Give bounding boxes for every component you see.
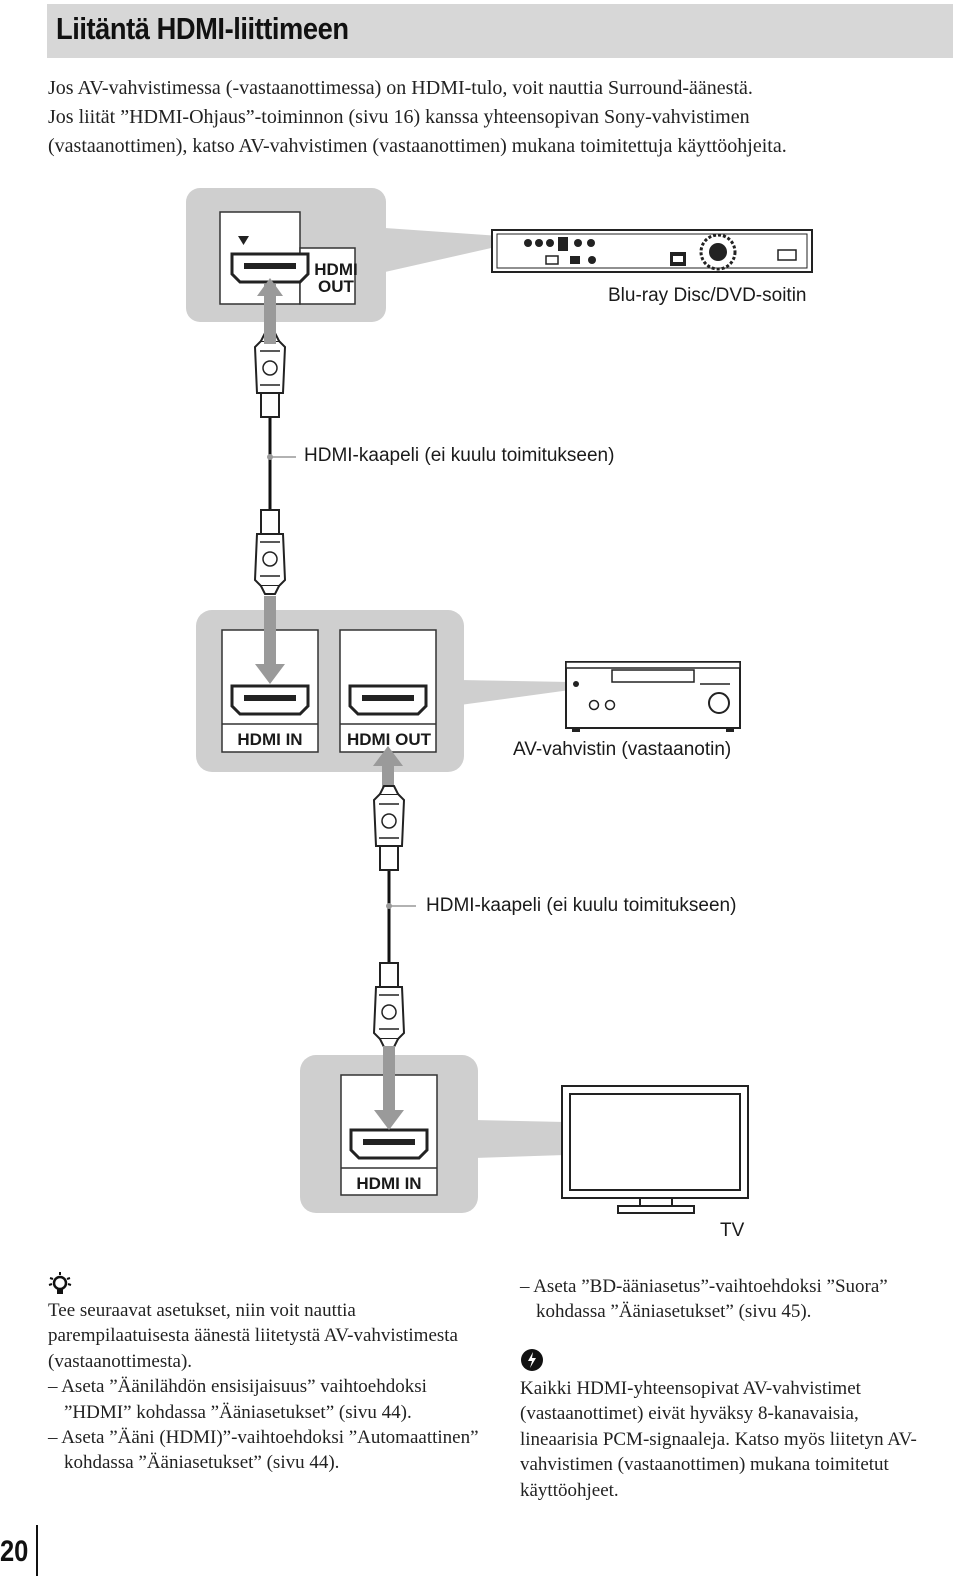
amp-port-callout: HDMI IN HDMI OUT [196,596,570,808]
player-label: Blu-ray Disc/DVD-soitin [608,285,806,306]
player-port-callout: HDMI OUT [186,188,500,322]
bluray-player-icon [491,229,813,273]
section-header: Liitäntä HDMI-liittimeen [47,4,953,58]
tv-port-label: HDMI IN [356,1174,421,1193]
page-number: 20 [0,1535,29,1568]
amp-port-in-label: HDMI IN [237,730,302,749]
note-section: Kaikki HDMI-yhteensopivat AV-vahvistimet… [520,1376,940,1503]
hdmi-cable-2 [373,785,416,1048]
intro-line: Jos AV-vahvistimessa (-vastaanottimessa)… [48,77,753,99]
cable1-label: HDMI-kaapeli (ei kuulu toimitukseen) [304,445,614,466]
tv-icon [561,1085,749,1214]
connection-diagram: HDMI OUT Blu-ray Disc/DVD-soitin HDMI-ka… [186,188,813,1241]
tv-port-callout: HDMI IN [300,1046,565,1213]
hint-continued: – Aseta ”BD-ääniasetus”-vaihtoehdoksi ”S… [520,1274,940,1325]
intro-paragraph: Jos AV-vahvistimessa (-vastaanottimessa)… [48,74,953,161]
note-text: Kaikki HDMI-yhteensopivat AV-vahvistimet… [520,1378,917,1501]
hint-text: Tee seuraavat asetukset, niin voit nautt… [48,1300,458,1372]
intro-line: Jos liität ”HDMI-Ohjaus”-toiminnon (sivu… [48,106,750,128]
intro-line: (vastaanottimen), katso AV-vahvistimen (… [48,135,787,157]
amp-port-out-label: HDMI OUT [347,730,432,749]
hint-item: – Aseta ”BD-ääniasetus”-vaihtoehdoksi ”S… [520,1276,888,1323]
cable2-label: HDMI-kaapeli (ei kuulu toimitukseen) [426,895,736,916]
page-divider [36,1525,38,1576]
hint-item: – Aseta ”Äänilähdön ensisijaisuus” vaiht… [48,1376,427,1423]
amp-label: AV-vahvistin (vastaanotin) [513,739,731,760]
hint-section: Tee seuraavat asetukset, niin voit nautt… [48,1298,488,1476]
page-title: Liitäntä HDMI-liittimeen [56,11,349,46]
hdmi-cable-1 [254,278,296,595]
player-port-label: OUT [318,277,355,296]
note-icon [520,1348,544,1377]
tv-label: TV [720,1220,745,1241]
av-amplifier-icon [565,661,741,732]
lightbulb-icon [48,1272,72,1303]
player-port-label: HDMI [314,260,357,279]
hint-item: – Aseta ”Ääni (HDMI)”-vaihtoehdoksi ”Aut… [48,1427,479,1474]
